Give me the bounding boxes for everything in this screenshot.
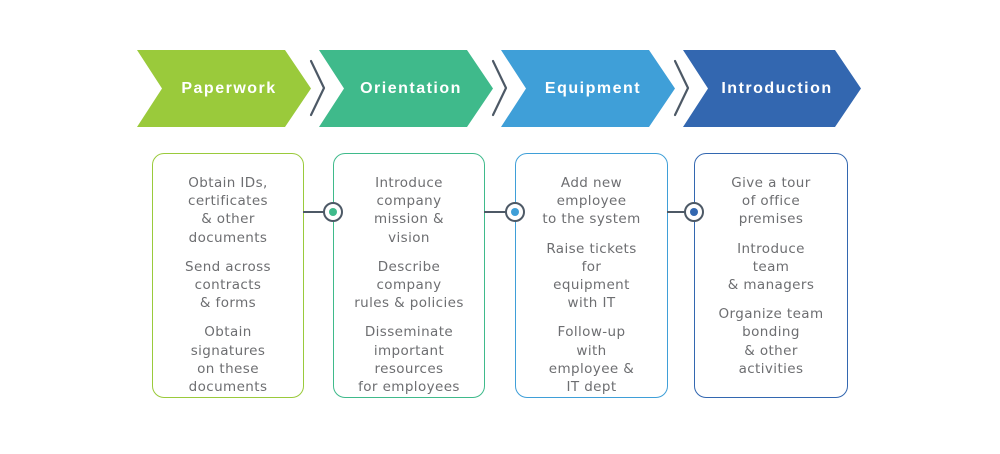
connector-node-3 (684, 202, 704, 222)
task-item: Describe company rules & policies (354, 258, 464, 312)
stage-arrow-orientation: Orientation (319, 50, 493, 127)
chevron-separator-icon (491, 59, 508, 117)
task-item: Follow-up with employee & IT dept (548, 324, 635, 396)
stage-arrow-paperwork: Paperwork (137, 50, 311, 127)
task-item: Add new employee to the system (542, 175, 641, 228)
stage-label-orientation: Orientation (360, 79, 462, 97)
connector-node-1 (323, 202, 343, 222)
connector-dot-icon (690, 208, 698, 216)
taskbox-introduction: Give a tour of office premises Introduce… (694, 153, 848, 398)
task-item: Raise tickets for equipment with IT (546, 240, 637, 312)
connector-node-2 (505, 202, 525, 222)
task-item: Introduce team & managers (727, 240, 815, 294)
stage-arrow-introduction: Introduction (683, 50, 861, 127)
task-item: Organize team bonding & other activities (718, 306, 824, 377)
chevron-separator-icon (673, 59, 690, 117)
connector-line-1 (303, 211, 333, 213)
stage-arrow-equipment: Equipment (501, 50, 675, 127)
task-item: Obtain IDs, certificates & other documen… (188, 175, 268, 246)
connector-line-3 (667, 211, 694, 213)
task-item: Send across contracts & forms (185, 258, 271, 312)
connector-line-2 (484, 211, 515, 213)
connector-dot-icon (329, 208, 337, 216)
task-item: Introduce company mission & vision (374, 175, 444, 246)
chevron-separator-icon (309, 59, 326, 117)
stage-label-introduction: Introduction (721, 79, 833, 97)
task-item: Obtain signatures on these documents (188, 324, 268, 396)
stage-label-paperwork: Paperwork (181, 79, 277, 97)
connector-dot-icon (511, 208, 519, 216)
stage-label-equipment: Equipment (544, 79, 642, 97)
taskbox-equipment: Add new employee to the system Raise tic… (515, 153, 668, 398)
taskbox-paperwork: Obtain IDs, certificates & other documen… (152, 153, 304, 398)
task-item: Disseminate important resources for empl… (358, 324, 460, 396)
taskbox-orientation: Introduce company mission & vision Descr… (333, 153, 485, 398)
task-item: Give a tour of office premises (731, 175, 811, 228)
